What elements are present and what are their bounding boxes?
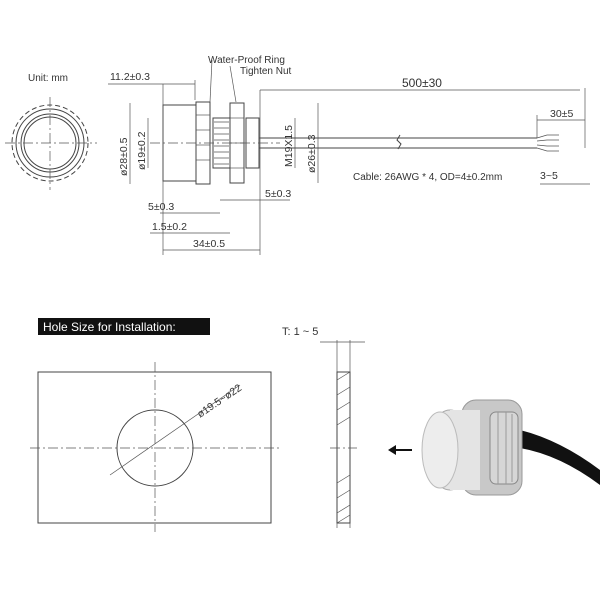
dim-total-length: 34±0.5 — [193, 238, 225, 250]
dim-nut-width: 5±0.3 — [265, 188, 291, 200]
sensor-photo — [421, 399, 600, 496]
dim-tip-length: 3~5 — [540, 170, 558, 182]
cable-spec: Cable: 26AWG * 4, OD=4±0.2mm — [353, 172, 502, 183]
front-view — [5, 97, 97, 190]
unit-label: Unit: mm — [28, 73, 68, 84]
hole-title-bg — [38, 318, 210, 335]
dim-nut-diameter: ø26±0.3 — [306, 134, 318, 173]
dim-cable-length: 500±30 — [402, 76, 442, 90]
hole-plate-front — [30, 362, 280, 532]
dim-thread: M19X1.5 — [283, 125, 295, 167]
dim-head-length: 11.2±0.3 — [110, 71, 150, 83]
insert-arrow-icon — [388, 445, 412, 455]
dim-outer-diameter: ø28±0.5 — [118, 137, 130, 176]
side-view — [150, 101, 559, 185]
dim-inner-diameter: ø19±0.2 — [136, 131, 148, 170]
dim-thread-gap: 5±0.3 — [148, 201, 174, 213]
dim-ring-thickness: 1.5±0.2 — [152, 221, 187, 233]
dim-strip-length: 30±5 — [550, 108, 573, 120]
hole-diameter-label: ø19.5~ø22 — [195, 382, 244, 421]
callout-water-proof-ring: Water-Proof Ring — [208, 55, 285, 66]
callout-tighten-nut: Tighten Nut — [240, 66, 292, 77]
panel-thickness-label: T: 1 ~ 5 — [282, 326, 318, 338]
dimension-lines — [108, 59, 590, 255]
hole-plate-section — [320, 340, 365, 528]
hole-section-title: Hole Size for Installation: — [43, 320, 176, 334]
